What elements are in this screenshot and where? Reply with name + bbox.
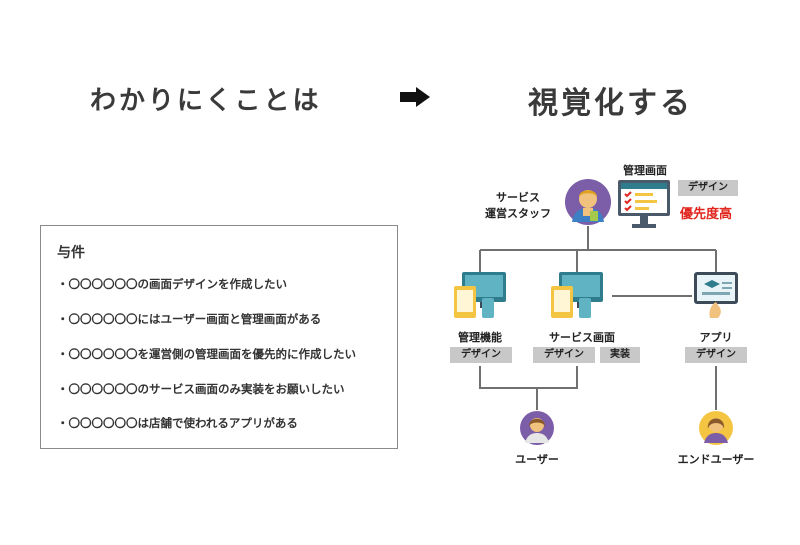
staff-label: サービス 運営スタッフ [470, 190, 566, 222]
user-label: ユーザー [515, 453, 559, 466]
admin-monitor-icon [618, 180, 670, 228]
admin-screen-label: 管理画面 [623, 164, 667, 177]
staff-label-line2: 運営スタッフ [485, 207, 551, 220]
service-implementation-tag: 実装 [600, 347, 640, 363]
requirements-box: 与件 ・〇〇〇〇〇〇の画面デザインを作成したい ・〇〇〇〇〇〇にはユーザー画面と… [40, 225, 398, 449]
right-arrow-icon [400, 87, 430, 107]
management-design-tag: デザイン [450, 347, 512, 363]
admin-design-tag: デザイン [678, 180, 738, 196]
service-devices-icon [551, 272, 603, 318]
end-user-avatar-icon [699, 411, 733, 445]
requirement-item: ・〇〇〇〇〇〇を運営側の管理画面を優先的に作成したい [57, 347, 356, 361]
app-label: アプリ [699, 331, 733, 344]
requirement-item: ・〇〇〇〇〇〇にはユーザー画面と管理画面がある [57, 312, 322, 326]
service-design-tag: デザイン [533, 347, 595, 363]
right-heading: 視覚化する [528, 86, 693, 121]
management-function-label: 管理機能 [458, 331, 502, 344]
priority-high-label: 優先度高 [680, 207, 733, 222]
end-user-label: エンドユーザー [677, 453, 755, 466]
service-screen-label: サービス画面 [549, 331, 615, 344]
staff-label-line1: サービス [496, 191, 540, 204]
requirement-item: ・〇〇〇〇〇〇の画面デザインを作成したい [57, 277, 287, 291]
management-devices-icon [454, 272, 506, 318]
requirement-item: ・〇〇〇〇〇〇のサービス画面のみ実装をお願いしたい [57, 382, 345, 396]
requirement-item: ・〇〇〇〇〇〇は店舗で使われるアプリがある [57, 416, 298, 430]
requirements-title: 与件 [57, 245, 85, 261]
left-heading: わかりにくことは [90, 86, 322, 116]
staff-avatar-icon [565, 179, 611, 225]
user-avatar-icon [520, 411, 554, 445]
app-design-tag: デザイン [685, 347, 747, 363]
tablet-app-icon [694, 272, 738, 318]
